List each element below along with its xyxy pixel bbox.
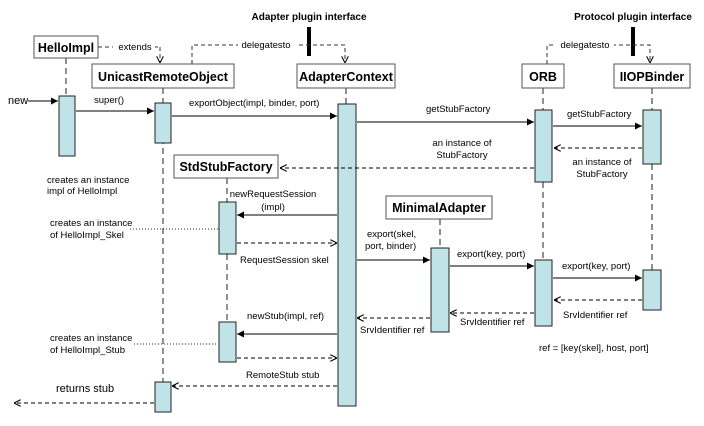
new-stub-label: newStub(impl, ref) — [247, 311, 324, 322]
remote-stub-label: RemoteStub stub — [246, 370, 319, 381]
new-label: new — [8, 95, 28, 107]
instance-stubfactory-label-1a: an instance of — [432, 138, 492, 149]
new-request-session-label-b: (impl) — [261, 202, 285, 213]
svg-text:IIOPBinder: IIOPBinder — [620, 70, 685, 84]
minimaladapter-activation — [430, 247, 450, 333]
srv-identifier-ref-label-1: SrvIdentifier ref — [563, 310, 628, 321]
iiopbinder-activation-1 — [642, 109, 662, 165]
delegates-to-binder-label: delegatesto — [560, 40, 609, 51]
export-key-port-label-1: export(key, port) — [457, 249, 525, 260]
request-session-skel-label: RequestSession skel — [240, 255, 329, 266]
delegates-to-adapter — [191, 44, 345, 64]
get-stub-factory-label-2: getStubFactory — [567, 109, 632, 120]
create-stub-note-a: creates an instance — [50, 333, 132, 344]
unicast-activation-1 — [154, 102, 172, 144]
svg-text:UnicastRemoteObject: UnicastRemoteObject — [98, 70, 229, 84]
unicastremoteobject-object: UnicastRemoteObject — [91, 63, 235, 89]
stdstubfactory-activation-2 — [218, 321, 237, 363]
create-skel-note-a: creates an instance — [50, 218, 132, 229]
export-key-port-label-2: export(key, port) — [562, 261, 630, 272]
helloimpl-activation — [58, 95, 76, 157]
super-label: super() — [94, 95, 124, 106]
extends-label-bg — [113, 40, 155, 53]
export-skel-label-b: port, binder) — [365, 241, 416, 252]
export-skel-label-a: export(skel, — [367, 229, 416, 240]
adaptercontext-activation — [337, 103, 357, 407]
create-skel-note-b: of HelloImpl_Skel — [50, 230, 124, 241]
adaptercontext-object: AdapterContext — [296, 63, 396, 89]
stdstubfactory-object: StdStubFactory — [173, 154, 279, 179]
delegates-to-binder-label-bg — [556, 38, 614, 51]
create-impl-note-a: creates an instance — [47, 175, 129, 186]
svg-text:HelloImpl: HelloImpl — [38, 41, 94, 55]
svg-text:StdStubFactory: StdStubFactory — [179, 160, 272, 174]
orb-activation-1 — [534, 109, 553, 183]
svg-text:AdapterContext: AdapterContext — [299, 70, 394, 84]
get-stub-factory-label-1: getStubFactory — [426, 104, 491, 115]
instance-stubfactory-label-2a: an instance of — [572, 157, 632, 168]
new-request-session-label-a: newRequestSession — [230, 189, 317, 200]
delegates-to-adapter-label-bg — [238, 38, 296, 51]
instance-stubfactory-label-1b: StubFactory — [436, 150, 487, 161]
extends-label: extends — [118, 42, 152, 53]
orb-object: ORB — [521, 63, 565, 89]
returns-stub-label: returns stub — [56, 383, 114, 395]
srv-identifier-ref-label-2: SrvIdentifier ref — [460, 317, 525, 328]
unicast-activation-2 — [154, 381, 172, 413]
instance-stubfactory-label-2b: StubFactory — [576, 169, 627, 180]
export-object-label: exportObject(impl, binder, port) — [189, 98, 319, 109]
svg-text:ORB: ORB — [529, 70, 557, 84]
svg-text:MinimalAdapter: MinimalAdapter — [392, 201, 486, 215]
delegates-to-adapter-label: delegatesto — [241, 40, 290, 51]
helloimpl-object: HelloImpl — [33, 35, 99, 59]
stdstubfactory-activation-1 — [218, 201, 237, 255]
srv-identifier-ref-label-3: SrvIdentifier ref — [360, 325, 425, 336]
ref-formula-note: ref = [key(skel], host, port] — [539, 343, 649, 354]
iiopbinder-activation-2 — [642, 269, 662, 311]
iiopbinder-object: IIOPBinder — [613, 63, 691, 89]
create-stub-note-b: of HelloImpl_Stub — [50, 345, 125, 356]
create-impl-note-b: impl of HelloImpl — [47, 186, 117, 197]
adapter-plugin-interface-label: Adapter plugin interface — [251, 12, 366, 23]
protocol-plugin-interface-label: Protocol plugin interface — [574, 12, 692, 23]
minimaladapter-object: MinimalAdapter — [385, 195, 493, 220]
orb-activation-2 — [534, 259, 553, 327]
